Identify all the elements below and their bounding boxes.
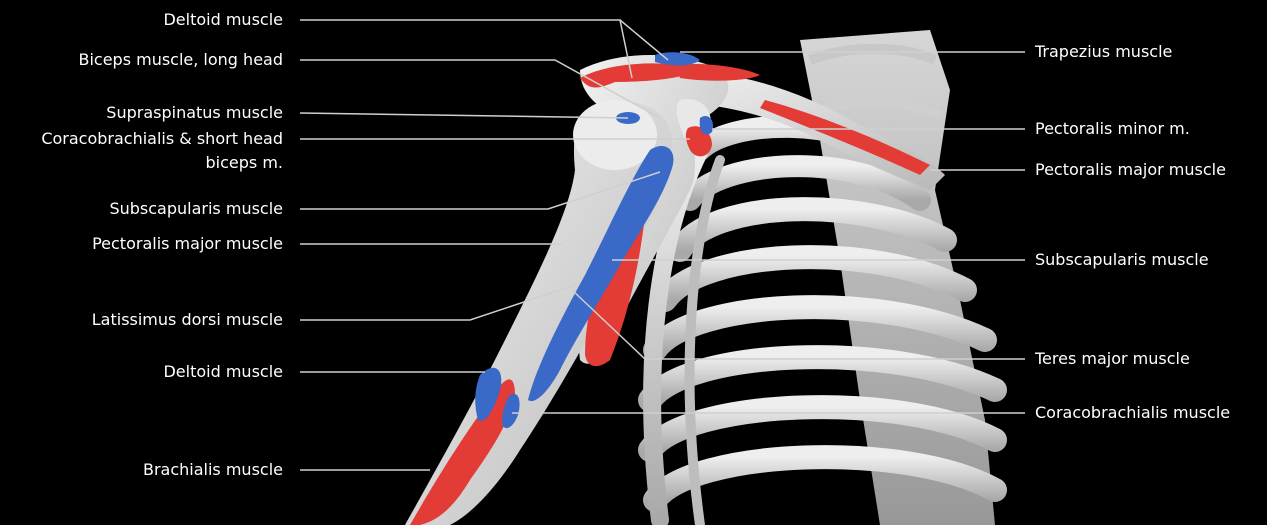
label-brachialis-muscle: Brachialis muscle — [143, 460, 283, 480]
label-teres-major-muscle: Teres major muscle — [1035, 349, 1190, 369]
label-coracobrachialis-muscle: Coracobrachialis muscle — [1035, 403, 1230, 423]
label-trapezius-muscle: Trapezius muscle — [1035, 42, 1172, 62]
label-latissimus-dorsi-muscle: Latissimus dorsi muscle — [92, 310, 283, 330]
label-deltoid-muscle-lower: Deltoid muscle — [163, 362, 283, 382]
leader-supraspinatus — [300, 113, 628, 118]
label-subscapularis-muscle-left: Subscapularis muscle — [109, 199, 283, 219]
label-biceps-long-head: Biceps muscle, long head — [78, 50, 283, 70]
label-coracobrachialis-short-head-line2: biceps m. — [206, 153, 284, 173]
label-subscapularis-muscle-right: Subscapularis muscle — [1035, 250, 1209, 270]
rib-cage — [650, 127, 995, 525]
humerus — [405, 100, 672, 525]
label-coracobrachialis-short-head-line1: Coracobrachialis & short head — [41, 129, 283, 149]
label-deltoid-muscle-upper: Deltoid muscle — [163, 10, 283, 30]
label-supraspinatus-muscle: Supraspinatus muscle — [106, 103, 283, 123]
label-pectoralis-major-muscle-right: Pectoralis major muscle — [1035, 160, 1226, 180]
label-pectoralis-major-muscle-left: Pectoralis major muscle — [92, 234, 283, 254]
label-pectoralis-minor: Pectoralis minor m. — [1035, 119, 1190, 139]
